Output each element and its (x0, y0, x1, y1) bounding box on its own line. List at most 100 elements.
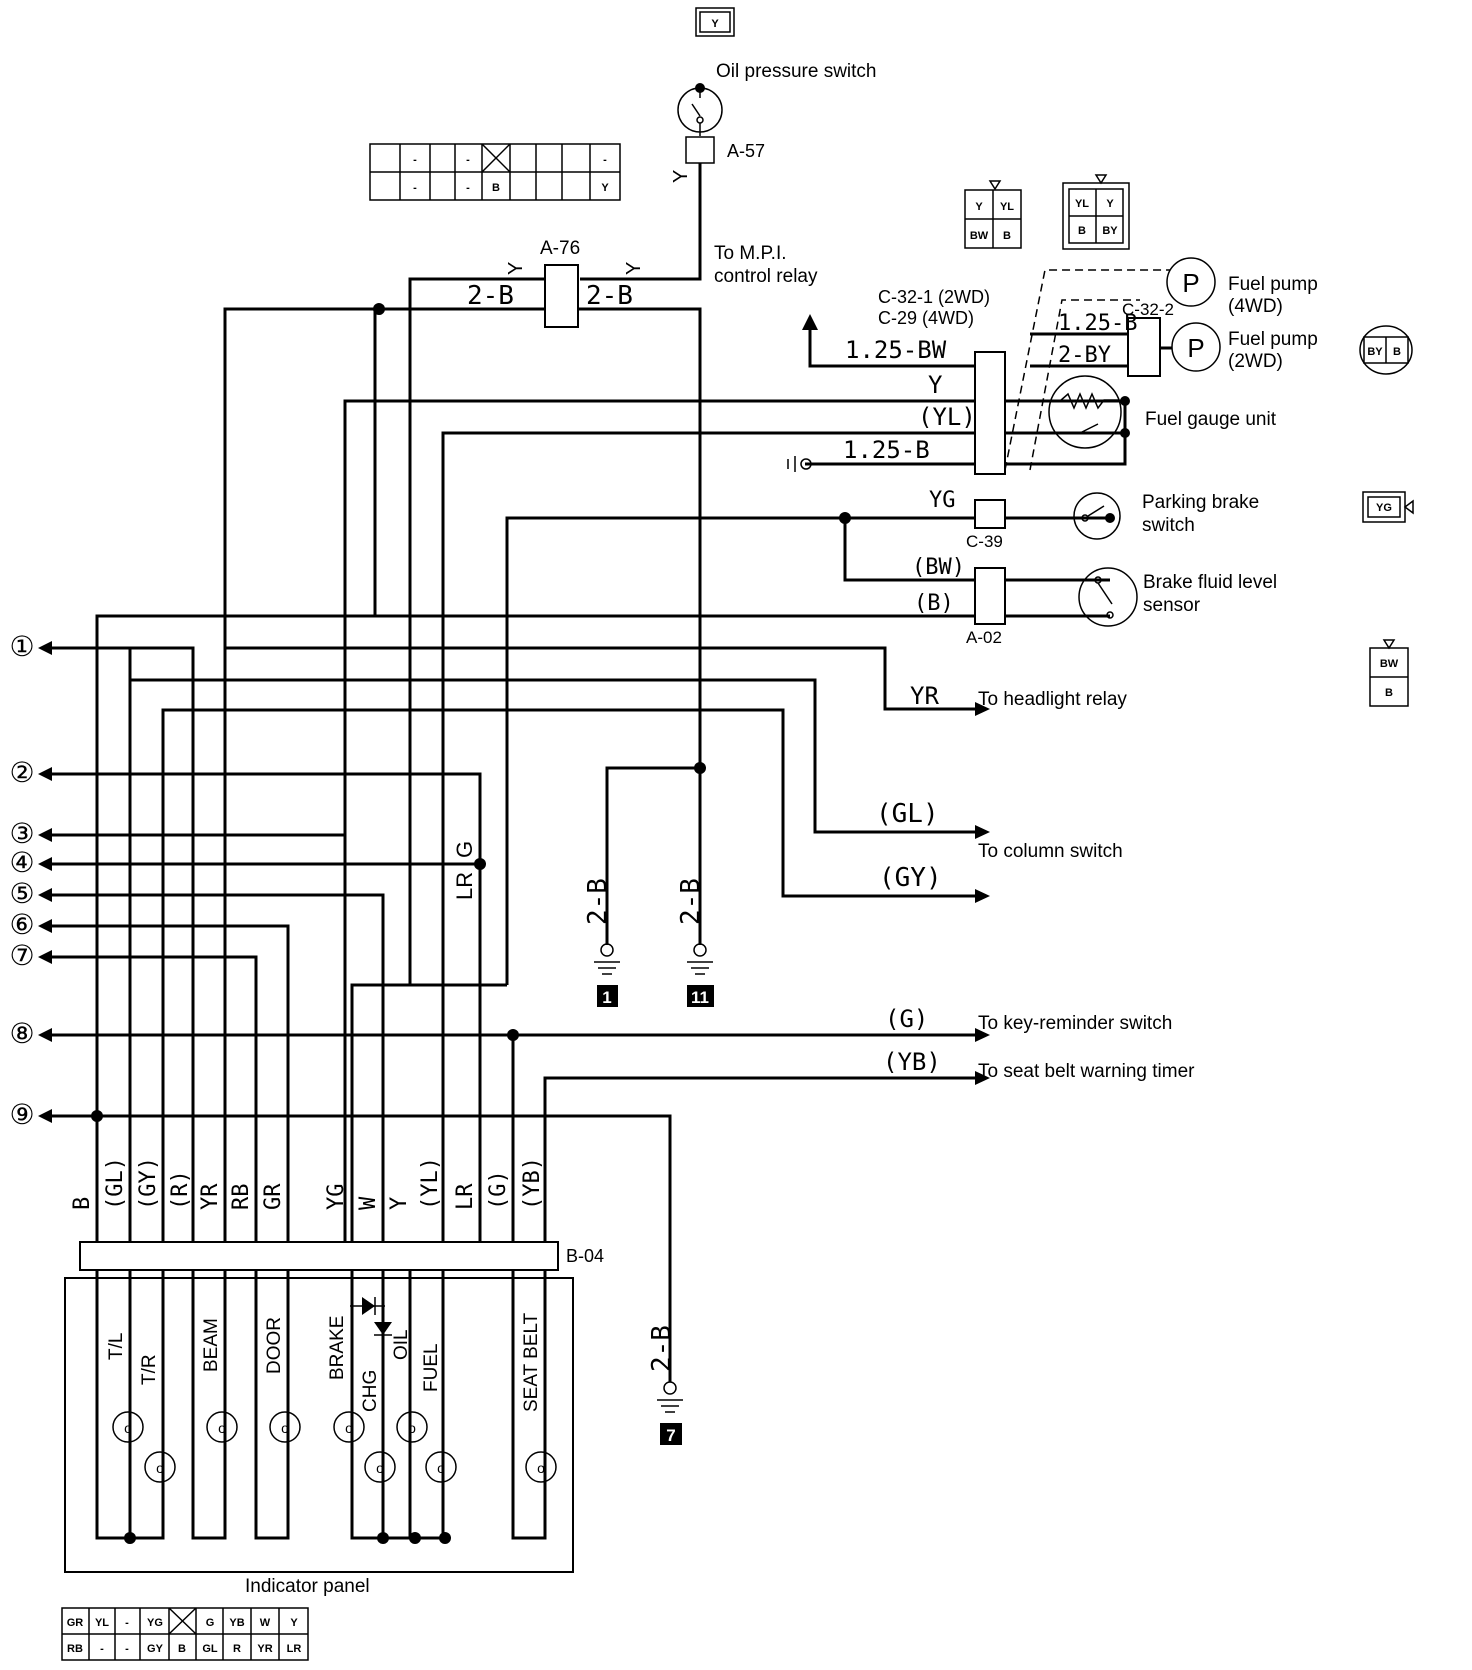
oil-pressure-switch-icon (677, 83, 723, 136)
column-switch-label: To column switch (978, 841, 1123, 862)
svg-text:RB: RB (229, 1184, 254, 1211)
oil-switch-connector-icon: Y (695, 7, 735, 37)
svg-text:B: B (1078, 225, 1086, 237)
svg-text:-: - (466, 154, 470, 166)
svg-text:BEAM: BEAM (201, 1318, 222, 1372)
svg-text:(GY): (GY) (136, 1157, 161, 1210)
svg-text:W: W (356, 1196, 381, 1210)
svg-text:GR: GR (67, 1617, 84, 1629)
wire-125-b-pump: 1.25-B (1058, 311, 1137, 336)
a76-wire-2b-left: 2-B (467, 281, 514, 311)
key-reminder-label: To key-reminder switch (978, 1013, 1172, 1034)
fuel-pump-2wd-label-1: Fuel pump (1228, 329, 1318, 350)
yg-connector-icon: YG (1362, 491, 1414, 523)
svg-text:o: o (281, 1420, 289, 1436)
wire-yr: YR (910, 682, 939, 710)
svg-text:⑦: ⑦ (9, 940, 34, 971)
svg-text:1: 1 (602, 988, 611, 1007)
headlight-relay-label: To headlight relay (978, 689, 1127, 710)
svg-text:LR: LR (287, 1643, 302, 1655)
svg-text:-: - (413, 154, 417, 166)
fuel-pump-4wd-label-2: (4WD) (1228, 296, 1283, 317)
c29-label: C-29 (4WD) (878, 308, 974, 328)
a76-wire-y-left: Y (505, 262, 527, 275)
svg-text:7: 7 (666, 1426, 675, 1445)
connector-a02 (974, 567, 1006, 625)
ground-1-icon: 1 (594, 943, 620, 1007)
svg-text:③: ③ (9, 818, 34, 849)
svg-text:LR: LR (453, 1183, 478, 1210)
b04-label: B-04 (566, 1246, 604, 1266)
a57-wire-y: Y (670, 170, 692, 183)
svg-text:(YL): (YL) (418, 1157, 443, 1210)
svg-text:P: P (1182, 268, 1199, 298)
svg-text:Y: Y (387, 1197, 412, 1210)
ground-11-wire: 2-B (676, 878, 706, 925)
terminal-4: ④ (9, 847, 52, 878)
svg-text:Y: Y (290, 1617, 298, 1629)
svg-text:o: o (437, 1460, 445, 1476)
svg-text:BY: BY (1367, 346, 1383, 358)
wire-y-fuel: Y (928, 371, 943, 399)
mpi-relay-label-1: To M.P.I. (714, 243, 787, 264)
svg-text:BRAKE: BRAKE (327, 1316, 348, 1380)
indicator-lamp-icons: o o o o o o o o o (112, 1411, 557, 1483)
indicator-labels: T/L T/R BEAM DOOR BRAKE CHG OIL FUEL SEA… (106, 1312, 542, 1412)
indicator-panel-label: Indicator panel (245, 1576, 370, 1597)
indicator-panel (64, 1277, 574, 1573)
svg-text:BW: BW (970, 230, 989, 242)
svg-text:GL: GL (202, 1643, 218, 1655)
a02-label: A-02 (966, 628, 1002, 647)
svg-text:-: - (603, 154, 607, 166)
svg-text:YB: YB (229, 1617, 244, 1629)
svg-text:FUEL: FUEL (421, 1343, 442, 1392)
svg-text:⑥: ⑥ (9, 909, 34, 940)
c32-1-label: C-32-1 (2WD) (878, 287, 990, 307)
connector-b04 (79, 1241, 559, 1271)
svg-text:G: G (206, 1617, 215, 1629)
svg-text:o: o (408, 1420, 416, 1436)
svg-text:YL: YL (1075, 198, 1089, 210)
svg-text:OIL: OIL (391, 1329, 412, 1360)
wire-yl: (YL) (918, 403, 976, 431)
parking-brake-switch-icon (1073, 492, 1121, 540)
connector-c32-1 (974, 351, 1006, 475)
brake-fluid-sensor-icon (1078, 567, 1138, 627)
svg-text:⑧: ⑧ (9, 1018, 34, 1049)
parking-brake-label-2: switch (1142, 515, 1195, 536)
b04-wire-labels: B (GL) (GY) (R) YR RB GR YG W Y (YL) LR … (70, 1157, 545, 1210)
svg-text:B: B (1393, 346, 1401, 358)
svg-text:Y: Y (1106, 198, 1114, 210)
svg-text:YG: YG (324, 1184, 349, 1211)
svg-text:B: B (1385, 687, 1393, 699)
ground-1-wire: 2-B (583, 878, 613, 925)
svg-text:o: o (156, 1460, 164, 1476)
terminal-5: ⑤ (9, 878, 52, 909)
terminal-2: ② (9, 757, 52, 788)
wire-2-by: 2-BY (1058, 343, 1111, 368)
terminal-3: ③ (9, 818, 52, 849)
svg-text:BW: BW (1380, 658, 1399, 670)
fuel-pump-4wd-label-1: Fuel pump (1228, 274, 1318, 295)
svg-text:BY: BY (1102, 225, 1118, 237)
connector-a76 (544, 264, 579, 328)
svg-text:o: o (376, 1460, 384, 1476)
svg-text:-: - (125, 1643, 129, 1655)
b04-connector-grid: GR YL - YG G YB W Y RB - - GY B GL R YR … (61, 1607, 309, 1661)
svg-text:YG: YG (147, 1617, 163, 1629)
a57-label: A-57 (727, 141, 765, 161)
fuel-pump-2wd-icon: P (1171, 322, 1221, 372)
svg-text:R: R (233, 1643, 241, 1655)
ground-11-icon: 11 (687, 943, 714, 1007)
svg-text:W: W (260, 1617, 271, 1629)
a76-wire-y-right: Y (623, 262, 645, 275)
wire-gl: (GL) (876, 799, 939, 829)
svg-text:B: B (178, 1643, 186, 1655)
svg-text:-: - (413, 182, 417, 194)
svg-text:CHG: CHG (360, 1370, 381, 1412)
indicator-wiring (95, 1270, 547, 1544)
svg-text:o: o (345, 1420, 353, 1436)
a76-wire-2b-right: 2-B (586, 281, 633, 311)
c29-connector-icon: YL Y B BY (1062, 174, 1130, 250)
